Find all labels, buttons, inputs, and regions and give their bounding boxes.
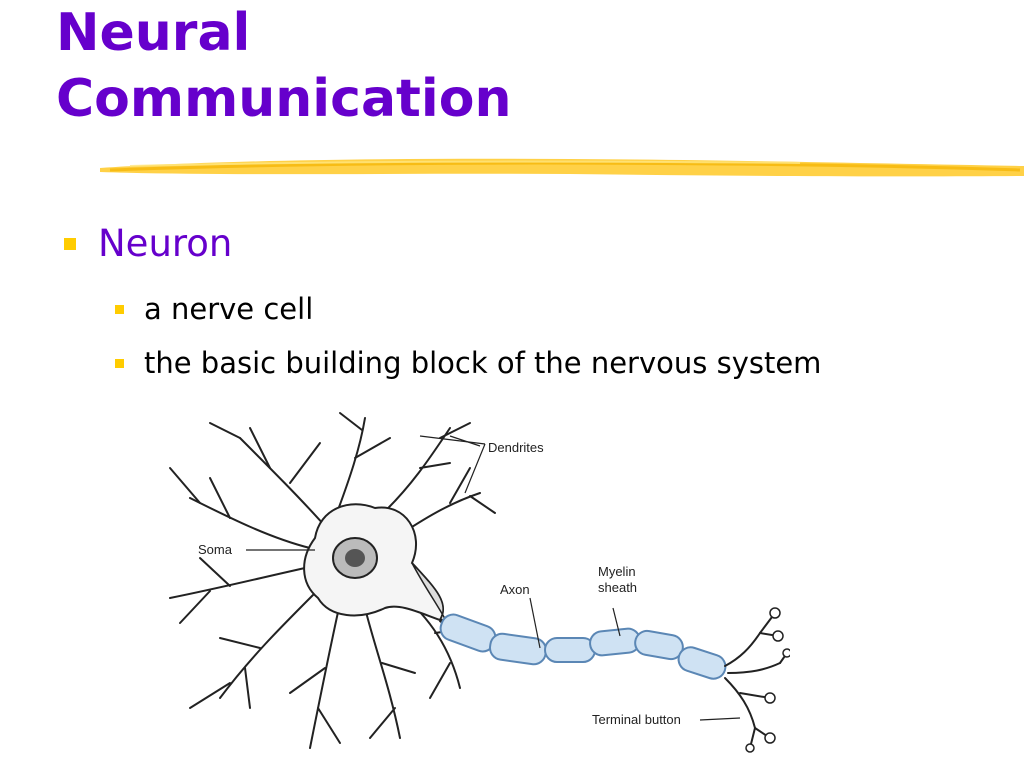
myelin-sheath-segments (439, 613, 727, 680)
label-axon: Axon (500, 582, 530, 597)
bullet-square-icon (115, 304, 124, 314)
slide-title: Neural Communication (56, 0, 511, 132)
bullet-square-icon (64, 237, 76, 250)
label-myelin-line1: Myelin (598, 564, 636, 579)
bullet-list: Neuron a nerve cell the basic building b… (64, 222, 821, 380)
neuron-illustration: Dendrites Soma Axon Myelin sheath Termin… (169, 412, 792, 753)
sub-bullet-1-text: a nerve cell (144, 292, 314, 326)
label-myelin-line2: sheath (598, 580, 637, 595)
label-terminal-button: Terminal button (592, 712, 681, 727)
leader-lines (246, 435, 741, 721)
label-soma: Soma (198, 542, 233, 557)
label-dendrites: Dendrites (488, 440, 544, 455)
neuron-diagram: Dendrites Soma Axon Myelin sheath Termin… (150, 408, 792, 760)
sub-bullet-2-text: the basic building block of the nervous … (144, 346, 822, 380)
sub-bullet-1: a nerve cell (115, 292, 313, 326)
title-line-2: Communication (56, 69, 512, 129)
title-line-1: Neural (56, 3, 251, 63)
bullet-neuron-text: Neuron (98, 222, 233, 265)
bullet-square-icon (115, 358, 124, 368)
bullet-neuron: Neuron (64, 222, 232, 265)
terminal-button-knobs (745, 607, 792, 753)
sub-bullet-2: the basic building block of the nervous … (115, 346, 821, 380)
highlighter-underline (100, 158, 1024, 177)
